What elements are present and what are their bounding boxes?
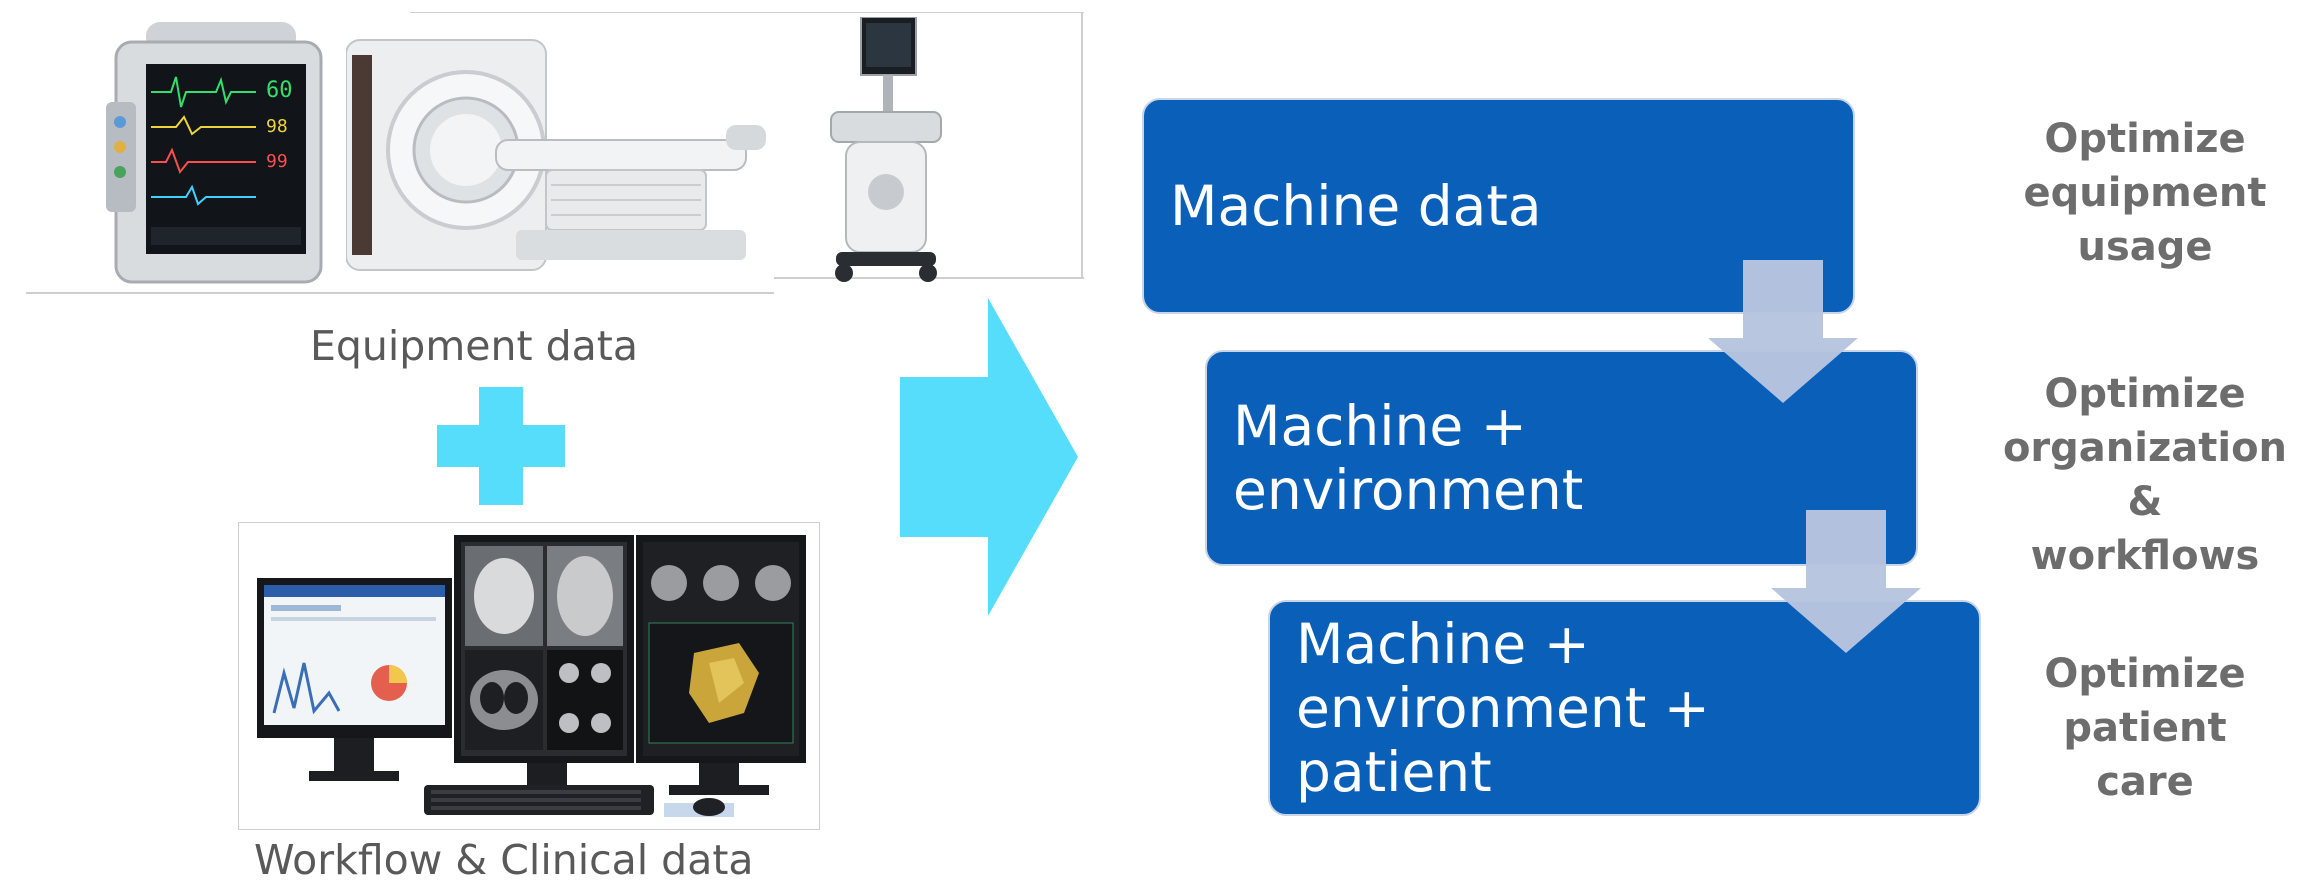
right-arrow-icon (900, 298, 1078, 616)
svg-text:98: 98 (266, 116, 288, 137)
ct-scanner-icon (346, 39, 766, 271)
step-label: Machine + environment + patient (1296, 612, 1710, 804)
workflow-caption: Workflow & Clinical data (254, 836, 754, 884)
outcome-organization-workflows: Optimize organization & workflows (2002, 371, 2288, 579)
plus-icon (437, 387, 565, 505)
outcome-patient-care: Optimize patient care (2044, 651, 2246, 805)
patient-monitor-icon: 60 98 99 (106, 22, 323, 284)
outcome-equipment-usage: Optimize equipment usage (2023, 116, 2267, 270)
step-machine-data: Machine data (1142, 98, 1855, 314)
svg-text:99: 99 (266, 151, 288, 172)
workstation-image (238, 522, 820, 830)
workstation-monitors-icon (257, 535, 806, 817)
svg-text:60: 60 (266, 78, 293, 103)
step-machine-environment-patient: Machine + environment + patient (1268, 600, 1981, 816)
equipment-caption: Equipment data (310, 322, 638, 370)
step-label: Machine data (1170, 174, 1542, 238)
ultrasound-cart-icon (830, 17, 942, 282)
down-arrow-icon (1771, 510, 1921, 653)
equipment-image: 60 98 99 (26, 12, 1084, 294)
step-label: Machine + environment (1233, 394, 1584, 522)
down-arrow-icon (1708, 260, 1858, 403)
